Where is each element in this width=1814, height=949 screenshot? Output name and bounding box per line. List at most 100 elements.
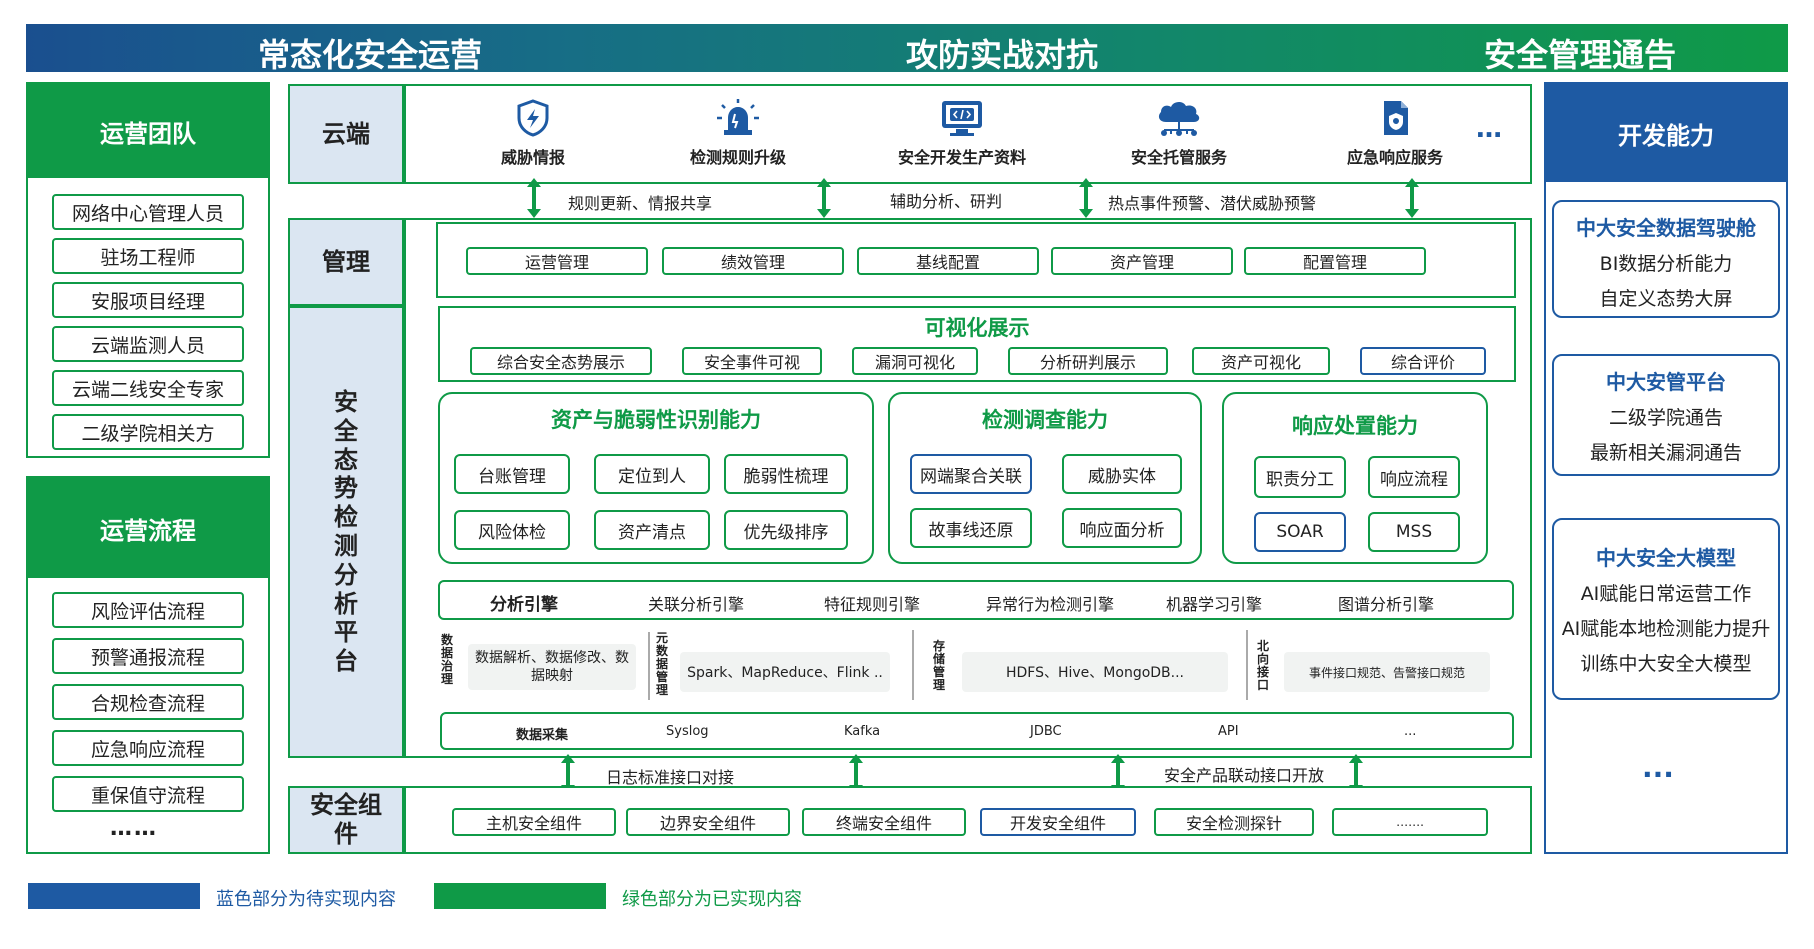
cloud-item-label: 安全开发生产资料 [897,148,1026,167]
code-monitor-icon [942,101,982,136]
ops-process-item: 应急响应流程 [52,730,244,766]
ops-team-item: 驻场工程师 [52,238,244,274]
visual-item: 分析研判展示 [1008,347,1168,375]
shield-bolt-icon [517,99,549,137]
legend-blue-swatch [28,883,200,909]
banner-title-ops: 常态化安全运营 [258,36,483,74]
dev-card-line: AI赋能本地检测能力提升 [1561,618,1771,640]
mgmt-item: 基线配置 [857,247,1039,275]
arrow-label: 规则更新、情报共享 [568,194,713,213]
engine-item: 关联分析引擎 [648,595,745,614]
cloud-item-label: 威胁情报 [500,148,565,167]
ops-team-item: 网络中心管理人员 [52,194,244,230]
alarm-light-icon [717,99,759,135]
legend-green-text: 绿色部分为已实现内容 [622,889,802,910]
ops-team-item: 二级学院相关方 [52,414,244,450]
cloud-item-rule-upgrade: 检测规则升级 [653,98,823,168]
ops-team-title: 运营团队 [28,84,268,178]
response-item: MSS [1368,512,1460,552]
cloud-item-managed-service: 安全托管服务 [1094,98,1264,168]
collect-item: Kafka [844,724,881,739]
cloud-item-threat-intel: 威胁情报 [448,98,618,168]
collect-title: 数据采集 [516,728,569,743]
dev-card-title: 中大安全数据驾驶舱 [1576,216,1756,240]
double-arrow-icon [527,178,541,218]
ops-process-item: 预警通报流程 [52,638,244,674]
dev-more: ··· [1642,758,1674,791]
asset-item: 资产清点 [594,510,710,550]
double-arrow-icon [1111,754,1125,794]
arrow-label: 辅助分析、研判 [890,192,1003,211]
data-gov-label: 数据治理 [440,633,453,686]
visual-item: 资产可视化 [1192,347,1330,375]
layer-label-cloud: 云端 [288,84,404,184]
cloud-more: … [1476,114,1502,144]
shield-document-icon [1384,101,1408,135]
ops-team-item: 安服项目经理 [52,282,244,318]
detect-item: 威胁实体 [1062,454,1182,494]
asset-item: 台账管理 [454,454,570,494]
layer-label-components: 安全组件 [288,786,404,854]
visual-item: 综合评价 [1360,347,1486,375]
separator [648,632,650,700]
mgmt-item: 配置管理 [1244,247,1426,275]
double-arrow-icon [1079,178,1093,218]
dev-card-line: BI数据分析能力 [1599,253,1733,275]
dev-card: 中大安管平台 二级学院通告 最新相关漏洞通告 [1552,354,1780,476]
collect-item: JDBC [1030,724,1062,739]
engine-item: 特征规则引擎 [824,595,921,614]
top-banner: 常态化安全运营 攻防实战对抗 安全管理通告 [26,24,1788,74]
asset-item: 定位到人 [594,454,710,494]
data-gov-text: 数据解析、数据修改、数据映射 [468,644,636,690]
asset-item: 优先级排序 [724,510,848,550]
legend-blue-text: 蓝色部分为待实现内容 [216,889,396,910]
engine-item: 图谱分析引擎 [1338,595,1435,614]
dev-card-line: 最新相关漏洞通告 [1589,442,1742,464]
dev-card-line: 二级学院通告 [1608,407,1723,429]
mgmt-item: 资产管理 [1051,247,1233,275]
double-arrow-icon [817,178,831,218]
separator [1246,630,1248,700]
dev-card-title: 中大安全大模型 [1596,546,1736,570]
dev-capability-title: 开发能力 [1546,84,1786,182]
detect-item: 网端聚合关联 [910,454,1032,494]
cloud-item-dev-materials: 安全开发生产资料 [877,98,1047,168]
cloud-item-label: 检测规则升级 [689,148,786,167]
double-arrow-icon [1405,178,1419,218]
detect-item: 故事线还原 [910,508,1032,548]
engine-row [438,580,1514,620]
double-arrow-icon [561,754,575,794]
component-item: 边界安全组件 [626,808,790,836]
storage-text: HDFS、Hive、MongoDB... [962,652,1228,692]
arrow-label: 安全产品联动接口开放 [1164,766,1325,785]
dev-card-line: 自定义态势大屏 [1599,288,1733,310]
banner-title-attack-defense: 攻防实战对抗 [906,36,1099,74]
dev-card-line: 训练中大安全大模型 [1580,653,1752,675]
component-item: 终端安全组件 [802,808,966,836]
detect-item: 响应面分析 [1062,508,1182,548]
collect-item: API [1218,724,1239,739]
collect-row [440,712,1514,750]
collect-item: ... [1404,724,1417,739]
metadata-text: Spark、MapReduce、Flink .. [680,652,890,692]
ops-process-item: 合规检查流程 [52,684,244,720]
north-interface-label: 北向接口 [1256,639,1269,692]
north-interface-text: 事件接口规范、告警接口规范 [1284,652,1490,692]
arrow-label: 日志标准接口对接 [606,768,735,787]
storage-label: 存储管理 [932,639,945,692]
ops-process-item: 重保值守流程 [52,776,244,812]
visual-item: 综合安全态势展示 [470,347,652,375]
dev-card: 中大安全大模型 AI赋能日常运营工作 AI赋能本地检测能力提升 训练中大安全大模… [1552,518,1780,700]
mgmt-item: 绩效管理 [662,247,844,275]
dev-card: 中大安全数据驾驶舱 BI数据分析能力 自定义态势大屏 [1552,200,1780,318]
visual-item: 漏洞可视化 [852,347,978,375]
legend-green-swatch [434,883,606,909]
dev-card-title: 中大安管平台 [1606,370,1726,394]
layer-label-mgmt: 管理 [288,218,404,306]
asset-item: 脆弱性梳理 [724,454,848,494]
component-item: ……. [1332,808,1488,836]
response-item: 响应流程 [1368,456,1460,498]
double-arrow-icon [1349,754,1363,794]
dev-card-line: AI赋能日常运营工作 [1580,583,1752,605]
component-item: 主机安全组件 [452,808,616,836]
